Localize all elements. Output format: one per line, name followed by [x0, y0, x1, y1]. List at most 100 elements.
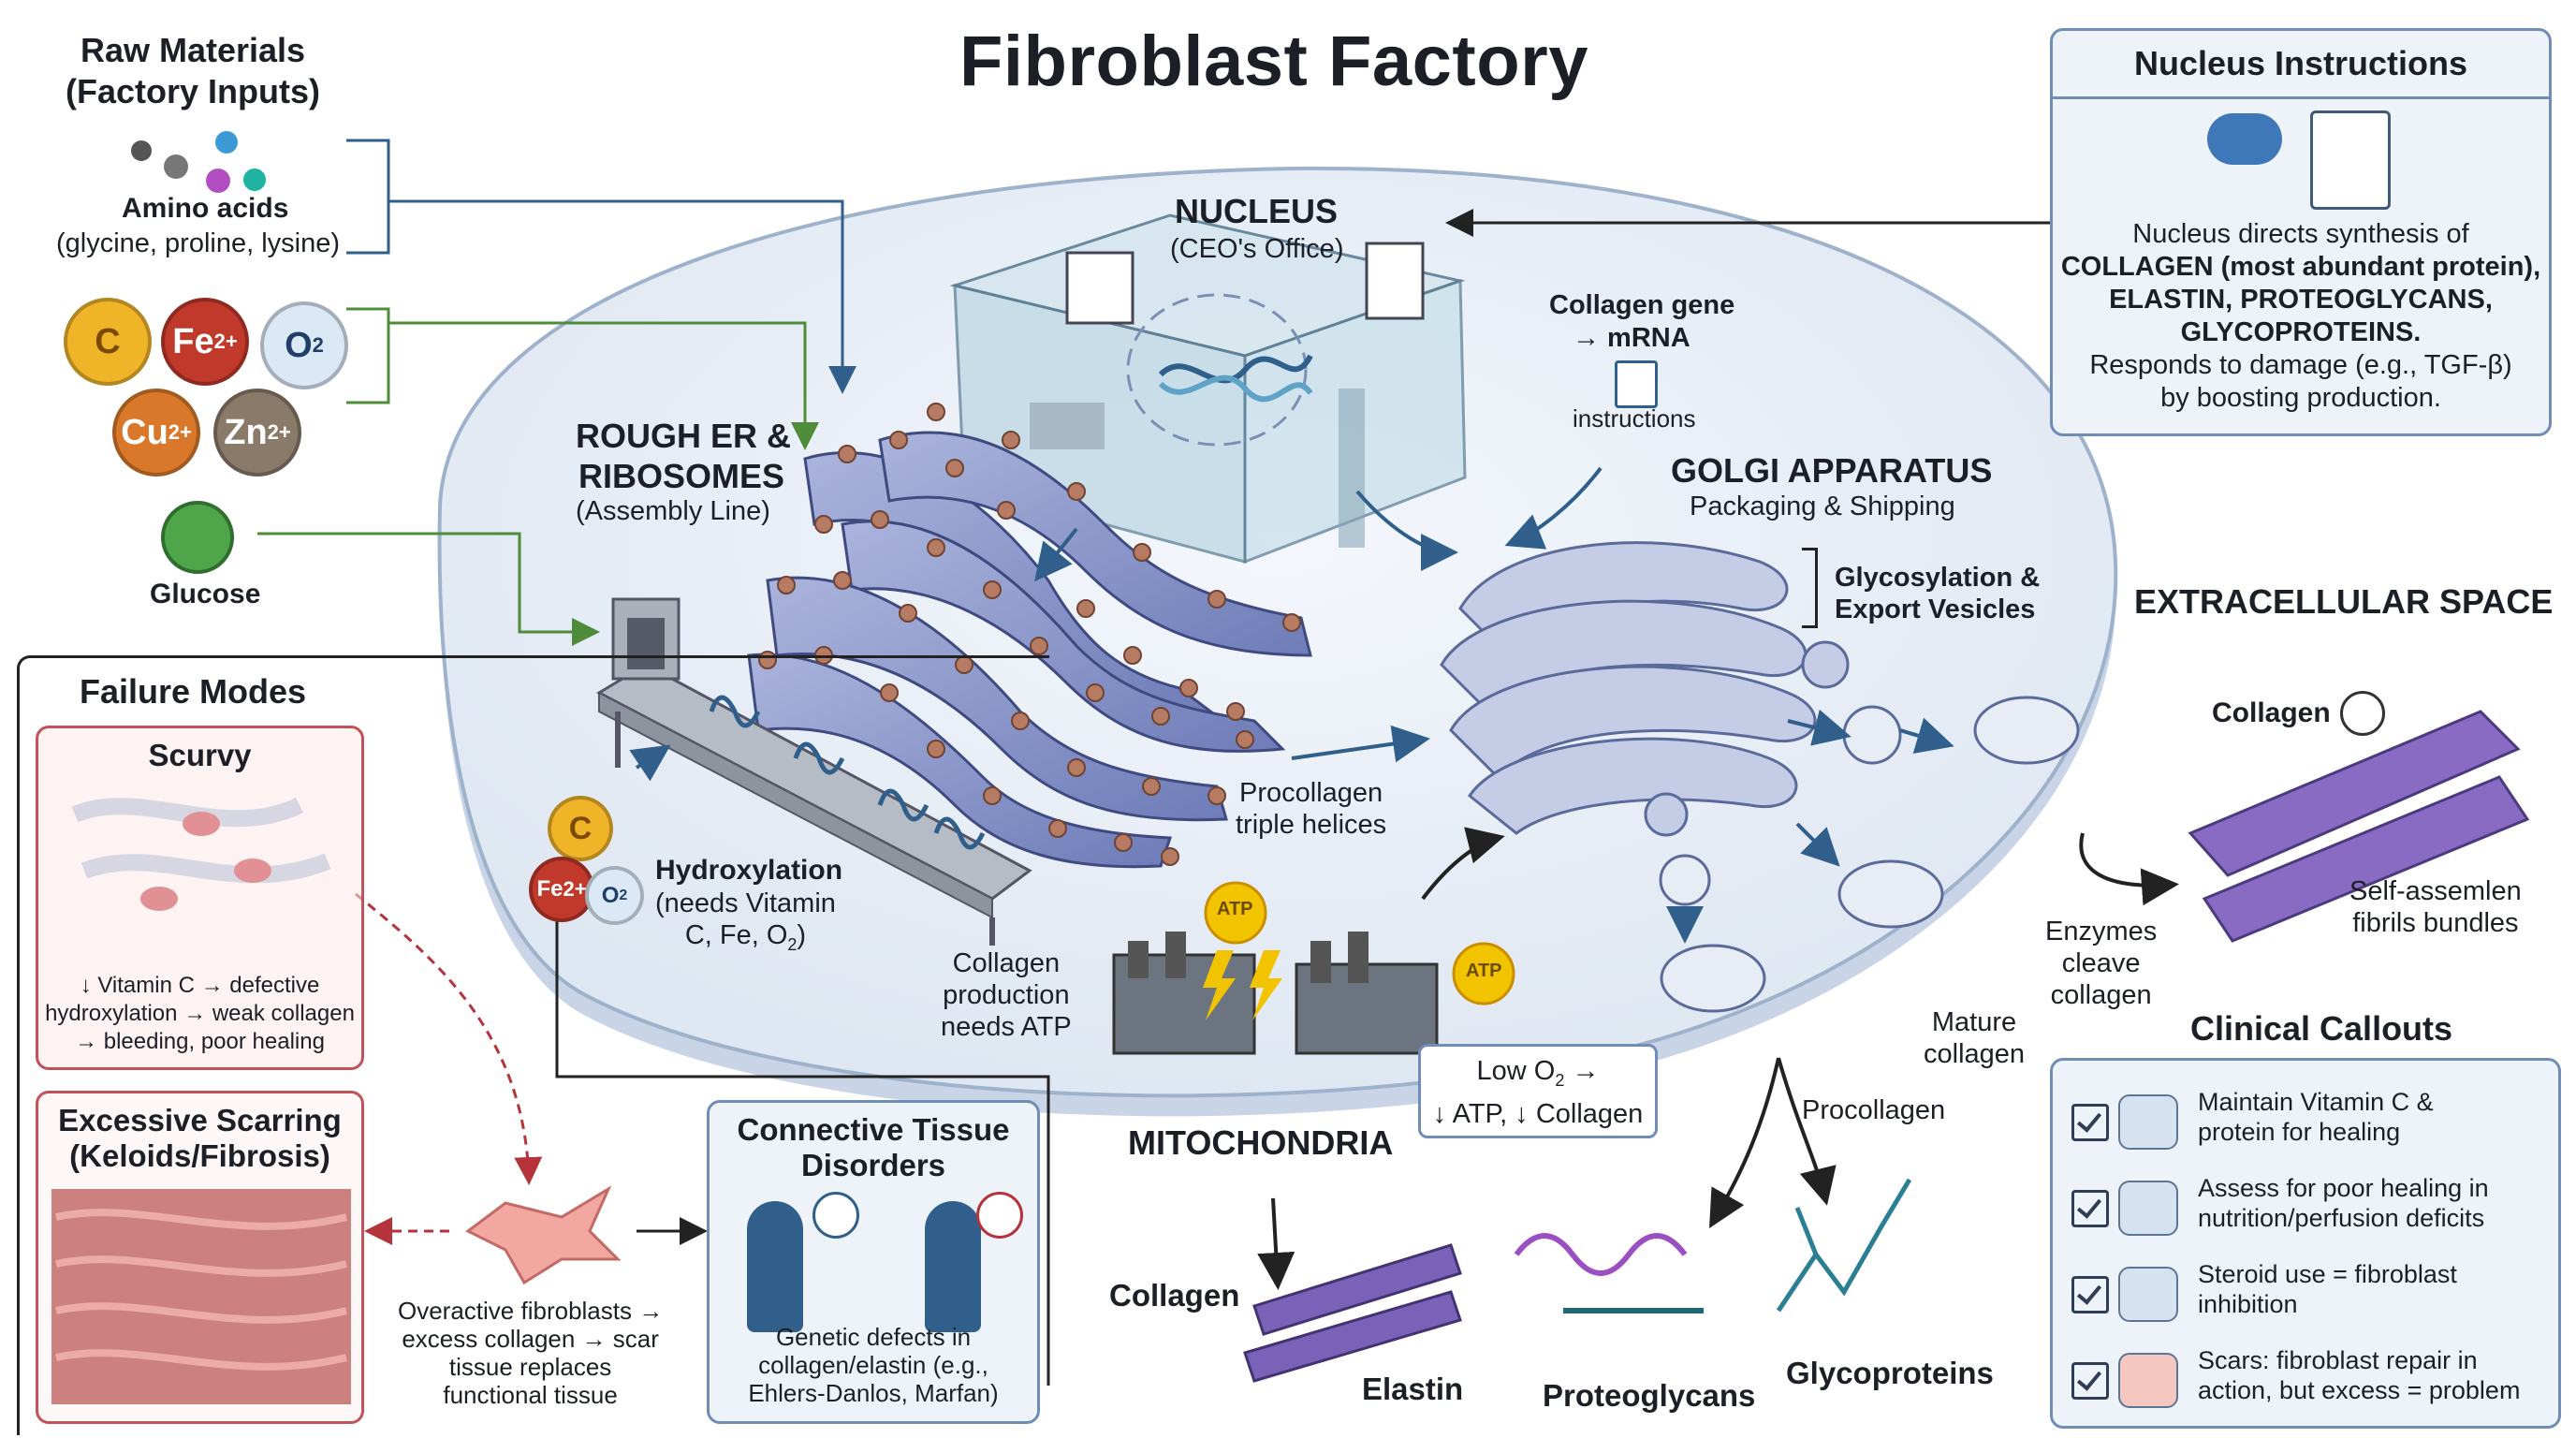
low-o2-prefix: Low O	[1476, 1056, 1556, 1086]
flow-arrows	[555, 466, 2179, 1386]
glucose-icon	[161, 501, 234, 574]
product-glycoproteins-label: Glycoproteins	[1786, 1356, 1994, 1390]
scurvy-title: Scurvy	[148, 738, 252, 772]
nucleus-instructions-line: GLYCOPROTEINS.	[2180, 317, 2422, 347]
nucleus-instructions-line: Responds to damage (e.g., TGF-β)	[2089, 350, 2512, 380]
scarring-box: Excessive Scarring (Keloids/Fibrosis)	[36, 1091, 364, 1424]
vitamin-c-ion-icon: C	[64, 298, 152, 386]
copper-ion-symbol: Cu	[121, 412, 168, 452]
failure-arrows	[355, 892, 708, 1245]
low-o2-text: Low O2 → ↓ ATP, ↓ Collagen	[1432, 1056, 1644, 1129]
mrna-label: → mRNA	[1573, 323, 1690, 353]
nucleus-instructions-line: ELASTIN, PROTEOGLYCANS,	[2109, 285, 2493, 315]
amino-acids-label: Amino acids	[122, 193, 289, 224]
extracellular-title: EXTRACELLULAR SPACE	[2134, 582, 2554, 621]
ribosome-dot	[1067, 758, 1086, 777]
scarring-title: Excessive Scarring (Keloids/Fibrosis)	[58, 1103, 342, 1173]
ribosome-dot	[1226, 702, 1245, 721]
mitochondria-factories	[1112, 881, 1515, 1055]
ribosome-dot	[1076, 599, 1095, 618]
checkbox-icon	[2071, 1104, 2109, 1141]
scurvy-text: ↓ Vitamin C → defective hydroxylation → …	[45, 973, 355, 1054]
clinical-box: Maintain Vitamin C & protein for healing…	[2050, 1058, 2561, 1429]
rough-er-title-1: ROUGH ER &	[576, 417, 792, 455]
checkbox-icon	[2071, 1276, 2109, 1313]
ctd-box: Connective Tissue Disorders Genetic defe…	[707, 1100, 1040, 1424]
hydroxylation-title: Hydroxylation	[655, 855, 843, 886]
document-icon	[2310, 110, 2391, 210]
ribosome-dot	[758, 651, 777, 669]
ribosome-dot	[838, 445, 856, 463]
ribosome-dot	[1179, 679, 1198, 697]
failure-modes-heading: Failure Modes	[80, 672, 307, 711]
ribosome-dot	[1133, 543, 1151, 562]
mitochondria-label: MITOCHONDRIA	[1128, 1123, 1394, 1162]
ribosome-dot	[927, 403, 945, 421]
proteoglycan-glycoprotein-shapes	[1514, 1178, 1912, 1313]
nucleus-instructions-line: by boosting production.	[2160, 383, 2441, 413]
low-o2-box: Low O2 → ↓ ATP, ↓ Collagen	[1418, 1044, 1658, 1138]
clinical-item: Assess for poor healing in nutrition/per…	[2053, 1173, 2558, 1248]
medicine-bottle-icon	[2118, 1267, 2178, 1322]
ribosome-dot	[983, 580, 1002, 599]
self-assemble-label: Self-assemlen fibrils bundles	[2349, 876, 2522, 938]
low-o2-tail: → ↓ ATP, ↓ Collagen	[1432, 1056, 1644, 1129]
clinical-item: Steroid use = fibroblast inhibition	[2053, 1259, 2558, 1334]
ribosome-dot	[1161, 847, 1179, 866]
nucleus-room	[949, 213, 1467, 565]
extracellular-fibrils	[1243, 710, 2530, 1383]
enzymes-label: Enzymes cleave collagen	[2045, 917, 2158, 1010]
ribosome-dot	[1282, 613, 1301, 632]
nucleus-instructions-line: COLLAGEN (most abundant protein),	[2060, 252, 2541, 282]
amino-acid-icon	[131, 131, 281, 197]
conveyor-belt	[595, 597, 1032, 946]
overactive-fibroblast-icon	[465, 1185, 622, 1285]
ribosome-dot	[871, 510, 889, 529]
nucleus-instructions-heading: Nucleus Instructions	[2053, 31, 2549, 99]
hydroxylation-subtitle: (needs Vitamin C, Fe, O2)	[655, 888, 836, 954]
ribosome-dot	[899, 604, 917, 623]
ribosome-dot	[889, 431, 908, 449]
scar-icon	[2118, 1353, 2178, 1408]
ribosome-dot	[983, 786, 1002, 805]
ctd-title: Connective Tissue Disorders	[737, 1112, 1010, 1182]
person-icon-2	[925, 1201, 981, 1332]
ribosome-dot	[1142, 777, 1161, 796]
ribosome-dot	[1208, 786, 1226, 805]
rough-er-title-2: RIBOSOMES	[578, 457, 785, 495]
glycosylation-bracket	[1802, 548, 1818, 628]
brain-icon	[2207, 113, 2282, 165]
golgi-title: GOLGI APPARATUS	[1671, 451, 1993, 490]
nucleus-subtitle: (CEO's Office)	[1170, 234, 1344, 264]
clinical-item: Maintain Vitamin C & protein for healing	[2053, 1087, 2558, 1162]
scurvy-box: Scurvy ↓ Vitamin C → defective hydroxyla…	[36, 726, 364, 1070]
ribosome-dot	[927, 538, 945, 557]
collagen-gene-label: Collagen gene	[1549, 290, 1735, 320]
nucleus-instructions-line: Nucleus directs synthesis of	[2132, 219, 2469, 249]
input-arrows	[257, 139, 2050, 646]
zinc-ion-symbol: Zn	[224, 412, 268, 452]
ribosome-dot	[1048, 819, 1067, 838]
mature-collagen-label: Mature collagen	[1924, 1007, 2026, 1069]
ribosome-dot	[1067, 482, 1086, 501]
ribosome-dot	[1208, 590, 1226, 609]
product-proteoglycans-label: Proteoglycans	[1543, 1378, 1756, 1413]
oxygen-ion-symbol: O	[285, 325, 313, 365]
ribosome-dot	[927, 740, 945, 758]
ribosome-dot	[814, 646, 833, 665]
ribosome-dot	[1030, 637, 1048, 655]
clinical-item-text: Maintain Vitamin C & protein for healing	[2198, 1088, 2434, 1146]
extracellular-collagen-label: Collagen	[2212, 697, 2331, 728]
golgi-subtitle: Packaging & Shipping	[1690, 492, 1955, 521]
product-elastin-label: Elastin	[1362, 1372, 1464, 1406]
vitamin-c-icon: C	[548, 796, 613, 861]
atp-badge-1: ATP	[1217, 899, 1253, 919]
ribosome-dot	[945, 459, 964, 477]
clinical-heading: Clinical Callouts	[2190, 1009, 2453, 1048]
